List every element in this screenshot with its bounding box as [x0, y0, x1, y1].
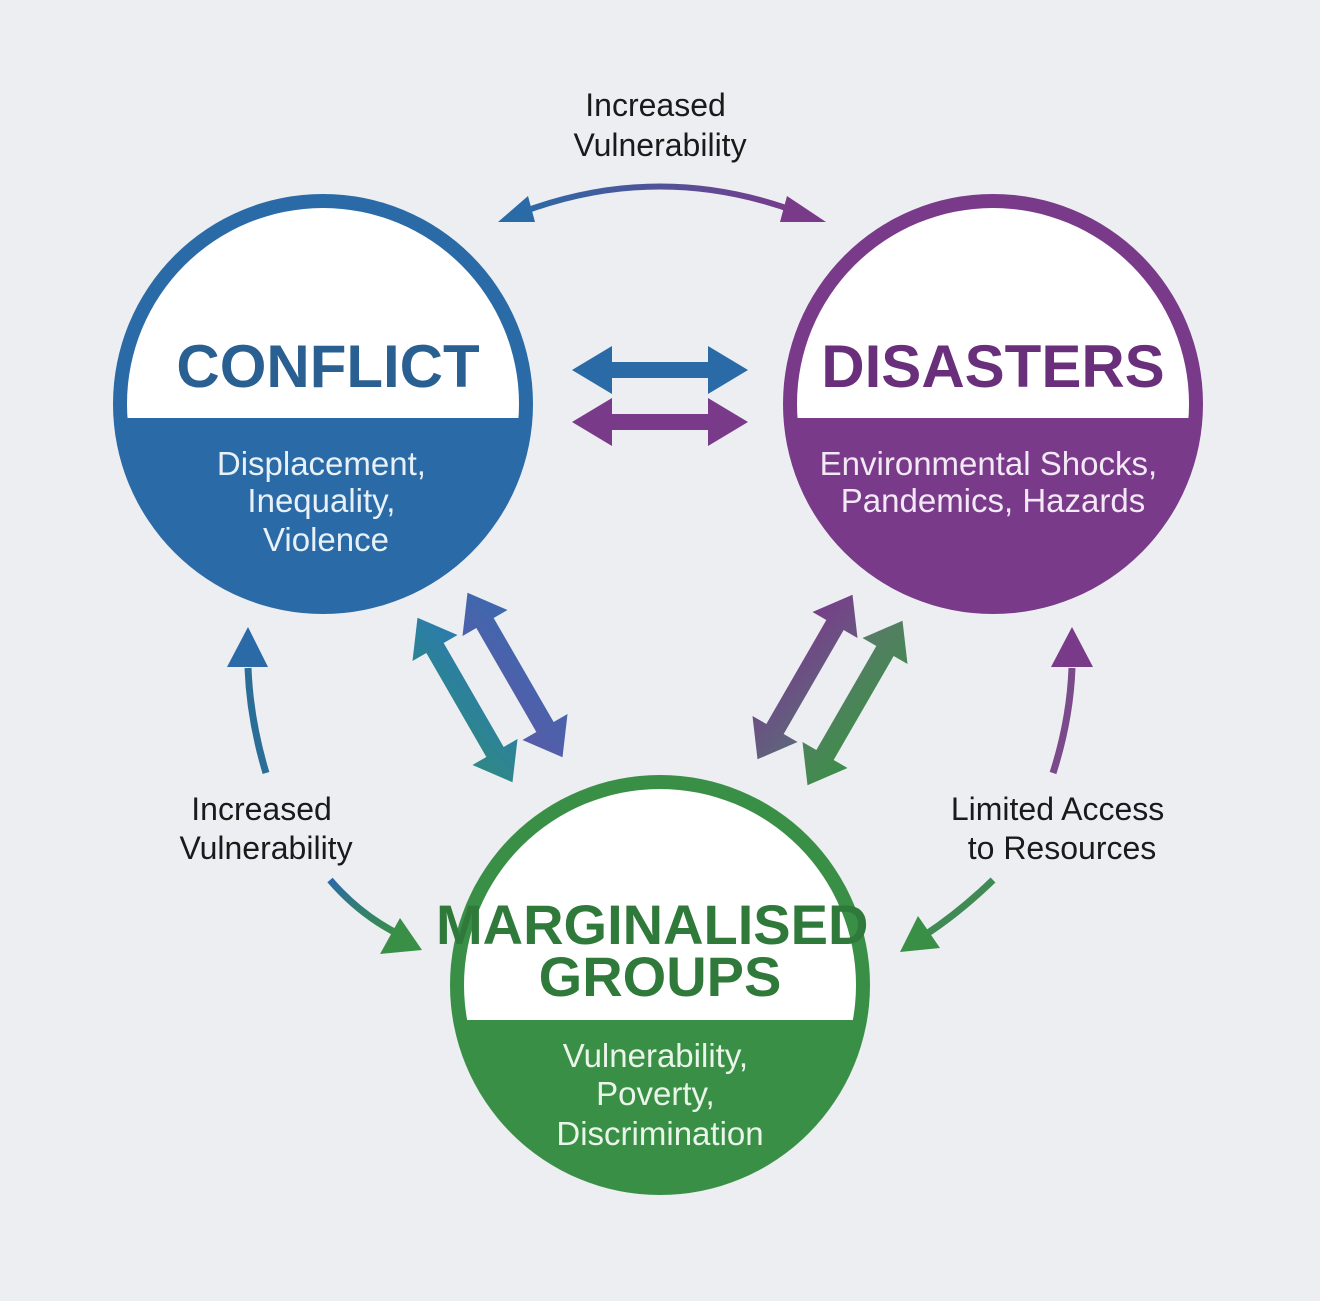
conflict-subtitle: Displacement, Inequality, Violence — [217, 445, 435, 558]
conflict-title: CONFLICT — [176, 333, 479, 400]
node-marginalised-groups: MARGINALISED GROUPS Vulnerability, Pover… — [436, 775, 884, 1195]
right-down-arrow — [900, 877, 996, 952]
conflict-marginalised-arrow-1 — [412, 617, 518, 783]
left-edge-label: Increased Vulnerability — [179, 791, 352, 866]
marginalised-title: MARGINALISED GROUPS — [436, 893, 884, 1008]
disasters-subtitle: Environmental Shocks, Pandemics, Hazards — [820, 445, 1167, 519]
conflict-marginalised-arrow-2 — [462, 592, 568, 758]
arrowhead-icon — [780, 196, 826, 222]
arrowhead-icon — [900, 916, 940, 952]
node-conflict: CONFLICT Displacement, Inequality, Viole… — [113, 194, 533, 614]
right-edge-label: Limited Access to Resources — [951, 791, 1173, 866]
marginalised-subtitle: Vulnerability, Poverty, Discrimination — [556, 1037, 763, 1152]
top-edge-label: Increased Vulnerability — [573, 87, 746, 163]
arrowhead-icon — [498, 196, 535, 222]
arrowhead-icon — [380, 918, 422, 954]
disasters-title: DISASTERS — [821, 333, 1164, 400]
disasters-marginalised-arrow-1 — [752, 594, 858, 760]
conflict-disasters-arrow-blue — [572, 346, 748, 394]
arrowhead-icon — [227, 627, 268, 667]
top-bidirectional-arrow — [498, 183, 826, 222]
disasters-marginalised-arrow-2 — [802, 620, 908, 786]
arrowhead-icon — [1051, 627, 1093, 667]
conflict-disasters-arrow-purple — [572, 398, 748, 446]
left-up-arrow — [227, 627, 270, 775]
right-up-arrow — [1049, 627, 1093, 775]
node-disasters: DISASTERS Environmental Shocks, Pandemic… — [783, 194, 1203, 614]
left-down-arrow — [327, 877, 422, 954]
